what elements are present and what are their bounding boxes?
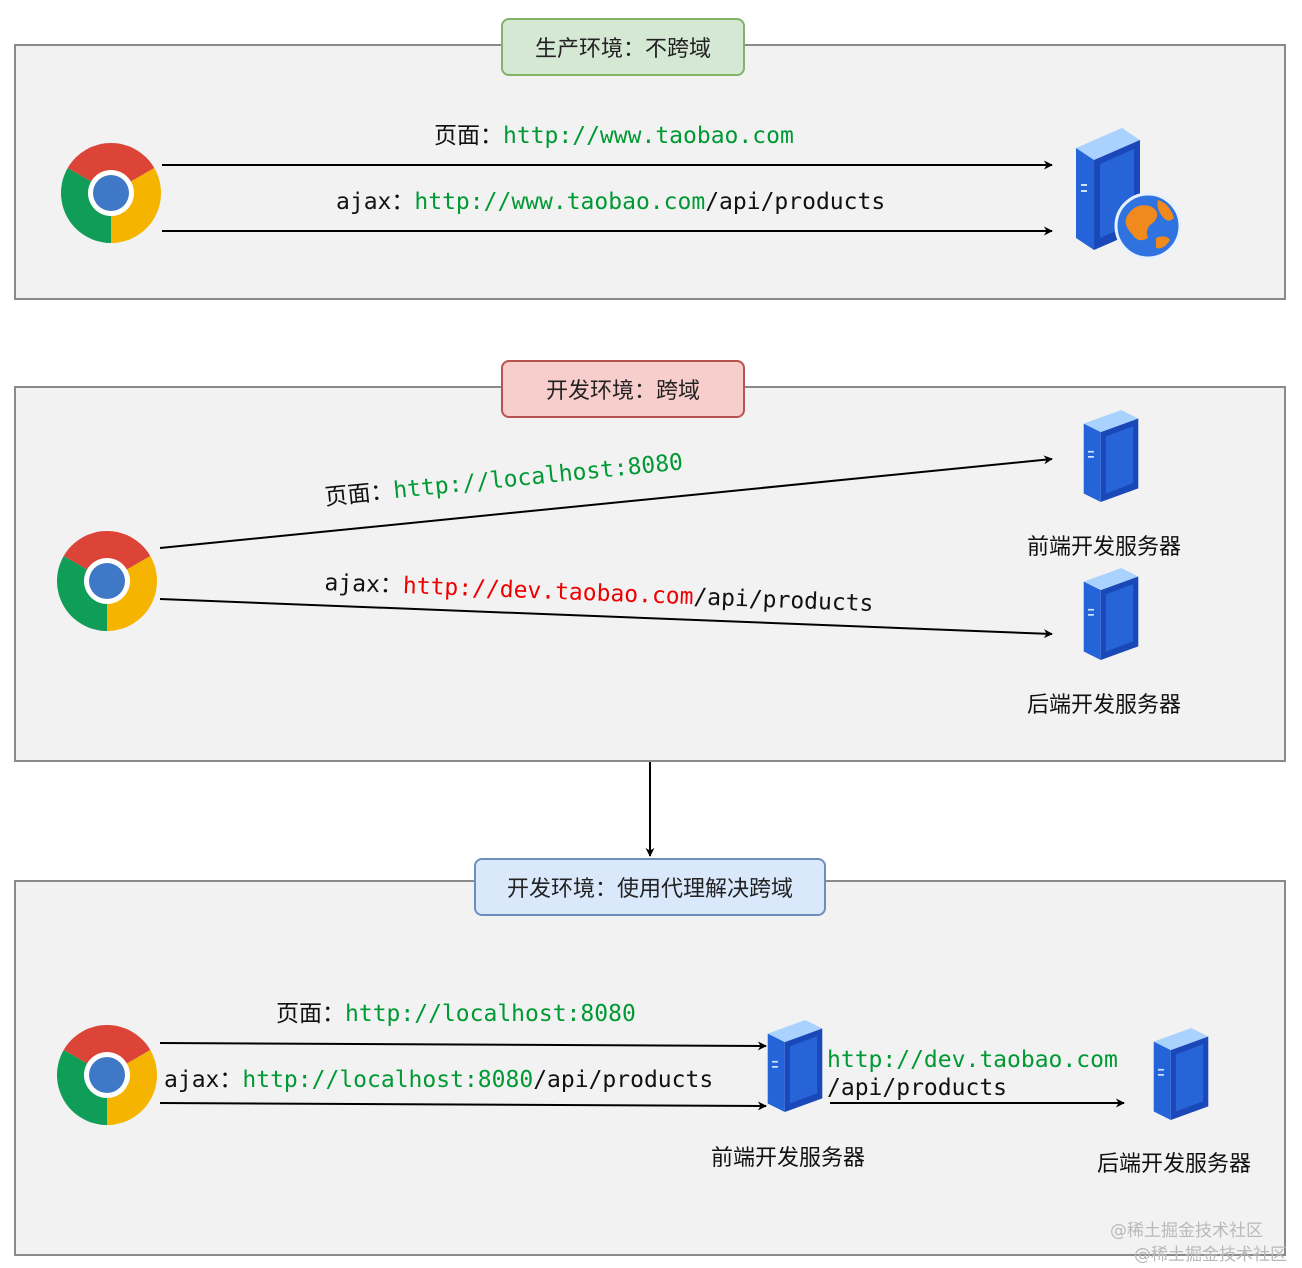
server-globe-icon [1076, 128, 1182, 260]
proxy-page-label: 页面：http://localhost:8080 [276, 1001, 636, 1027]
proxy-forward-host: http://dev.taobao.com [827, 1047, 1118, 1073]
server-icon [767, 1019, 823, 1113]
proxy-panel [14, 880, 1286, 1256]
server-icon [1083, 567, 1139, 661]
chrome-icon [61, 143, 161, 243]
production-panel [14, 44, 1286, 300]
watermark-shadow: @稀土掘金技术社区 [1134, 1245, 1287, 1265]
dev-frontend-server-name: 前端开发服务器 [1027, 535, 1182, 560]
prod-page-label: 页面：http://www.taobao.com [434, 123, 794, 149]
proxy-forward-path: /api/products [827, 1075, 1008, 1101]
development-title: 开发环境：跨域 [501, 360, 745, 418]
dev-backend-server-name: 后端开发服务器 [1027, 693, 1182, 718]
dev-ajax-arrow [159, 598, 1053, 639]
proxy-ajax-arrow [159, 1101, 767, 1111]
proxy-frontend-server-name: 前端开发服务器 [711, 1146, 866, 1171]
development-panel [14, 386, 1286, 762]
prod-ajax-label: ajax：http://www.taobao.com/api/products [336, 189, 886, 215]
dev-page-arrow [159, 455, 1053, 549]
proxy-ajax-label: ajax：http://localhost:8080/api/products [164, 1067, 714, 1093]
chrome-icon [57, 531, 157, 631]
production-title: 生产环境：不跨域 [501, 18, 745, 76]
server-icon [1083, 409, 1139, 503]
watermark: @稀土掘金技术社区 [1110, 1221, 1263, 1241]
proxy-backend-server-name: 后端开发服务器 [1097, 1152, 1252, 1177]
server-icon [1153, 1027, 1209, 1121]
proxy-title: 开发环境：使用代理解决跨域 [474, 858, 826, 916]
chrome-icon [57, 1025, 157, 1125]
proxy-page-arrow [159, 1041, 767, 1051]
